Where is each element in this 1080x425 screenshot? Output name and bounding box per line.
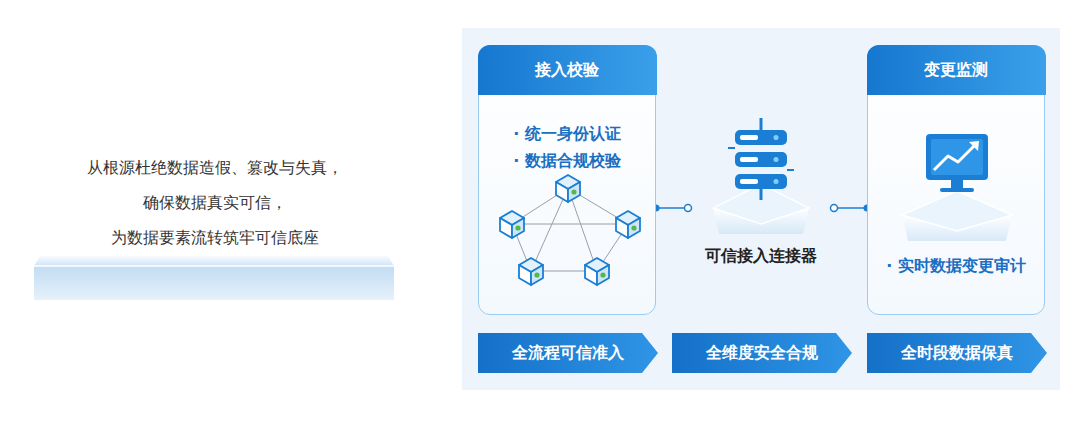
monitor-illustration xyxy=(868,46,1046,316)
chevron-band: 全流程可信准入 xyxy=(478,333,658,373)
node-label: 全维度安全合规 xyxy=(672,343,852,364)
connector-line xyxy=(653,205,692,212)
platform-bar xyxy=(30,252,400,304)
bullet-item: · 数据合规校验 xyxy=(479,151,655,172)
node-label: 全流程可信准入 xyxy=(478,343,658,364)
bullet-item: · 统一身份认证 xyxy=(479,124,655,145)
bullet-item: · 实时数据变更审计 xyxy=(868,256,1044,277)
node-label: 可信接入连接器 xyxy=(688,246,834,267)
connector-node: 可信接入连接器 xyxy=(688,108,834,280)
card-title: 接入校验 xyxy=(479,60,655,81)
chevron-band: 全维度安全合规 xyxy=(672,333,852,373)
node-label: 全时段数据保真 xyxy=(867,343,1047,364)
card-title: 变更监测 xyxy=(868,60,1044,81)
intro-text: 从根源杜绝数据造假、篡改与失真， xyxy=(30,158,400,179)
connector-line xyxy=(831,205,871,212)
chevron-band: 全时段数据保真 xyxy=(867,333,1047,373)
intro-text: 为数据要素流转筑牢可信底座 xyxy=(30,228,400,249)
cubes-illustration xyxy=(479,46,657,316)
intro-text: 确保数据真实可信， xyxy=(30,193,400,214)
step-card: 接入校验 · 统一身份认证 · 数据合规校验 xyxy=(478,45,656,315)
step-card: 变更监测 · 实时数据变更审计 xyxy=(867,45,1045,315)
